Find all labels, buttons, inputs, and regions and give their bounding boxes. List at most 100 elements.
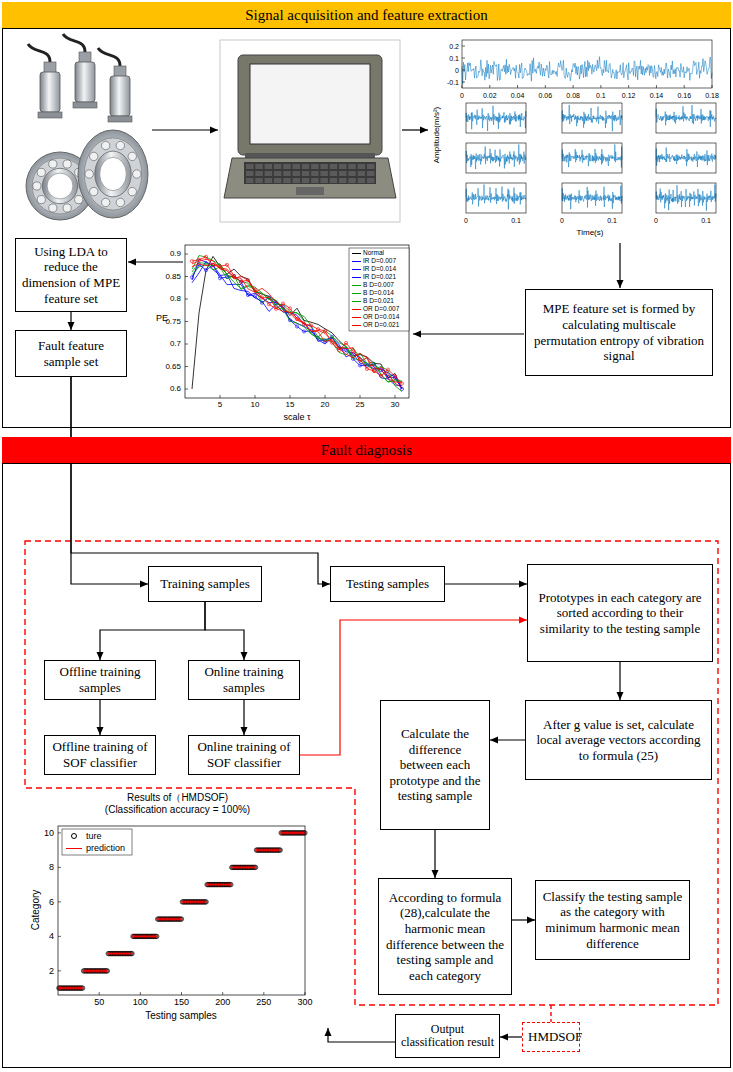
curve-marker xyxy=(281,302,284,305)
tick-mark xyxy=(263,992,264,995)
legend-sample xyxy=(352,253,361,254)
connector-head xyxy=(490,737,498,744)
tick-label: 0 xyxy=(464,217,468,224)
tick-label: 15 xyxy=(286,401,295,409)
curve-marker xyxy=(288,307,291,310)
keyboard-key xyxy=(358,171,366,176)
legend-sample xyxy=(352,285,361,286)
curve-marker xyxy=(344,341,347,344)
tick-label: 300 xyxy=(297,998,312,1007)
tick-label: 0.06 xyxy=(539,92,553,99)
legend-sample xyxy=(352,309,361,310)
keyboard-key xyxy=(339,171,347,176)
tick-mark xyxy=(185,344,188,345)
laptop-hinge xyxy=(245,153,375,158)
keyboard-key xyxy=(330,178,338,183)
output-box: Output classification result xyxy=(395,1014,500,1058)
legend-sample xyxy=(352,293,361,294)
process-box: Prototypes in each category are sorted a… xyxy=(527,564,713,662)
tick-label: 10 xyxy=(251,401,260,409)
flow-connector xyxy=(71,377,148,588)
tick-label: 25 xyxy=(356,401,365,409)
flow-connector xyxy=(500,1034,522,1041)
node-text: Offline training samples xyxy=(50,664,150,695)
tick-label: 0.18 xyxy=(705,92,719,99)
tick-label: 0.1 xyxy=(511,217,521,224)
mpe-plot xyxy=(185,245,409,398)
keyboard-key xyxy=(348,171,356,176)
legend-text: ture xyxy=(86,832,102,841)
node-text: Output classification result xyxy=(400,1023,495,1049)
curve-marker xyxy=(253,295,256,298)
sensor-connector xyxy=(44,62,56,73)
curve-marker xyxy=(232,274,235,277)
axis-title: PE xyxy=(156,314,168,323)
tick-label: 250 xyxy=(256,998,271,1007)
flow-arrow-line xyxy=(152,129,218,130)
legend-text: B D=0.021 xyxy=(363,298,394,305)
tick-mark xyxy=(462,58,465,59)
section-panel: Fault diagnosisTraining samplesTesting s… xyxy=(2,437,731,1068)
bearing-ball xyxy=(33,182,41,190)
legend-text: OR D=0.007 xyxy=(363,306,399,313)
tick-mark xyxy=(58,936,61,937)
curve-marker xyxy=(316,328,319,331)
bearing-ball xyxy=(101,198,109,206)
sensor-base xyxy=(108,116,132,122)
laptop-photo xyxy=(220,40,400,222)
keyboard-key xyxy=(358,164,366,169)
laptop-base xyxy=(224,158,396,198)
keyboard-key xyxy=(302,178,310,183)
tick-label: 0.2 xyxy=(449,43,459,50)
connector-line xyxy=(71,377,330,584)
tick-mark xyxy=(305,992,306,995)
tick-label: 0.16 xyxy=(677,92,691,99)
flow-arrow-head xyxy=(128,259,136,266)
node-text: Classify the testing sample as the categ… xyxy=(541,889,684,951)
flow-connector xyxy=(241,700,248,735)
plot-axes xyxy=(562,143,622,173)
curve-marker xyxy=(295,325,298,328)
flow-connector xyxy=(205,602,248,660)
curve-marker xyxy=(218,277,221,280)
sensor-photo xyxy=(28,34,132,122)
curve-marker xyxy=(246,279,249,282)
connector-head xyxy=(97,652,104,660)
node-text: (Classification accuracy = 100%) xyxy=(105,804,250,816)
tick-mark xyxy=(462,46,465,47)
process-box: According to formula (28),calculate the … xyxy=(378,878,512,995)
keyboard-key xyxy=(358,178,366,183)
keyboard-key xyxy=(311,178,319,183)
connector-head xyxy=(140,581,148,588)
keyboard-key xyxy=(265,178,273,183)
curve-marker xyxy=(337,349,340,352)
method-label: HMDSOF xyxy=(522,1022,580,1052)
flow-arrow-head xyxy=(413,331,421,338)
laptop-keyboard xyxy=(244,162,376,184)
tick-label: 0 xyxy=(460,92,464,99)
tick-label: 0.04 xyxy=(511,92,525,99)
keyboard-key xyxy=(255,171,262,176)
tick-mark xyxy=(185,254,188,255)
keyboard-key xyxy=(339,178,347,183)
connector-line xyxy=(100,602,205,660)
tick-mark xyxy=(462,70,465,71)
curve-marker xyxy=(246,293,249,296)
legend-text: OR D=0.014 xyxy=(363,314,399,321)
legend-text: B D=0.007 xyxy=(363,282,394,289)
keyboard-key xyxy=(246,171,254,176)
connector-head xyxy=(68,322,75,330)
process-box: Calculate the difference between each pr… xyxy=(380,700,490,830)
axis-title: Amplitude(m/s²) xyxy=(433,107,441,163)
node-text: Results of（HMDSOF) xyxy=(127,792,228,804)
keyboard-key xyxy=(274,171,282,176)
process-box: Offline training samples xyxy=(44,660,156,700)
laptop-screen xyxy=(250,64,370,144)
plot-axes xyxy=(562,183,622,213)
keyboard-key xyxy=(255,178,262,183)
keyboard-key xyxy=(246,164,254,169)
curve-marker xyxy=(302,330,305,333)
tick-mark xyxy=(628,85,629,88)
legend-text: IR D=0.021 xyxy=(363,274,396,281)
keyboard-key xyxy=(283,164,291,169)
